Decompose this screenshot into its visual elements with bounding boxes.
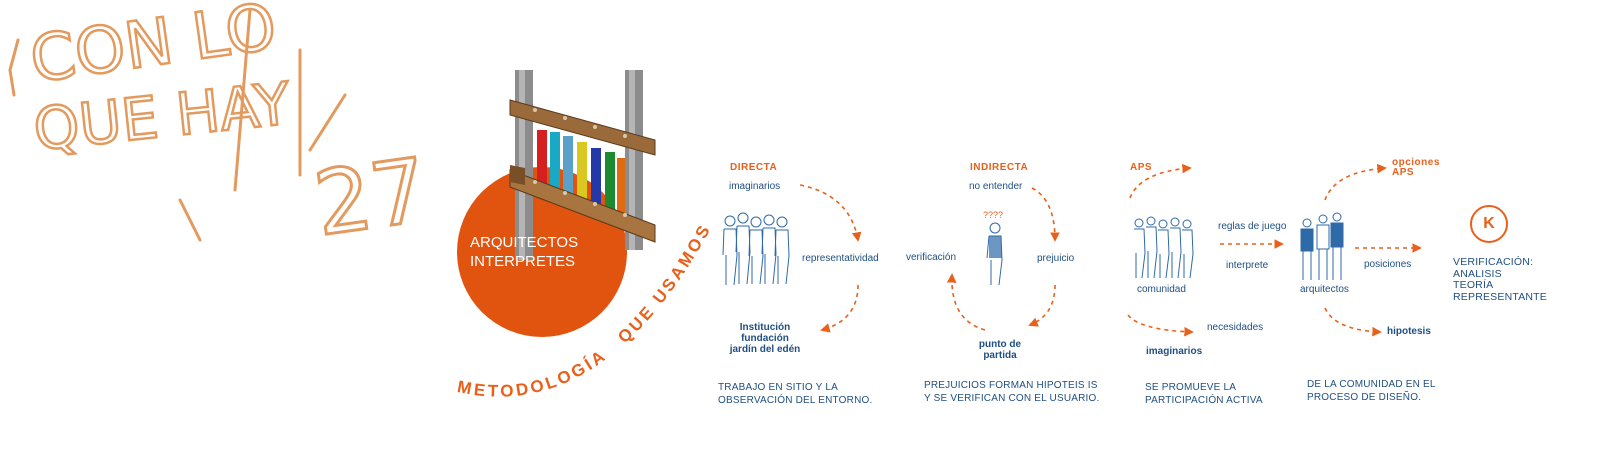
section4-lower-label: hipotesis bbox=[1387, 326, 1431, 337]
section3-arrow-mid-label: interprete bbox=[1226, 260, 1269, 271]
section2-caption-line-2: Y SE VERIFICAN CON EL USUARIO. bbox=[924, 393, 1100, 404]
section2-heading: INDIRECTA bbox=[970, 162, 1029, 173]
architects-group-icon bbox=[1300, 212, 1344, 280]
arrow-opciones bbox=[1324, 163, 1387, 201]
section4-caption: DE LA COMUNIDAD EN EL PROCESO DE DISEÑO. bbox=[1307, 378, 1436, 404]
section1-caption: TRABAJO EN SITIO Y LA OBSERVACIÓN DEL EN… bbox=[718, 381, 872, 407]
k-badge: K bbox=[1470, 205, 1508, 243]
circle-label-line-1: ARQUITECTOS bbox=[470, 234, 579, 251]
section5-line-4: REPRESENTANTE bbox=[1453, 290, 1548, 303]
section2-bottom-line-1: punto de bbox=[978, 339, 1022, 350]
section4-right-label: posiciones bbox=[1364, 259, 1412, 270]
k-badge-letter: K bbox=[1483, 215, 1495, 232]
people-group-icon bbox=[722, 212, 790, 286]
section1-bottom-line-1: Institución bbox=[739, 322, 791, 333]
section2-top-label: no entender bbox=[969, 181, 1023, 192]
circle-label: ARQUITECTOS INTERPRETES bbox=[470, 233, 578, 271]
section3-lower-label: necesidades bbox=[1207, 322, 1264, 333]
section1-bottom-line-3: jardín del edén bbox=[729, 344, 801, 355]
section4-caption-line-1: DE LA COMUNIDAD EN EL bbox=[1307, 379, 1436, 390]
section4-caption-line-2: PROCESO DE DISEÑO. bbox=[1307, 392, 1422, 403]
svg-text:????: ???? bbox=[983, 210, 1003, 220]
metodologia-curve: METODOLOGÍA QUE USAMOS bbox=[456, 220, 712, 401]
section2-bottom-line-2: partida bbox=[983, 350, 1017, 361]
section3-heading: APS bbox=[1130, 162, 1153, 173]
title-art: CON LO QUE HAY 27 bbox=[8, 0, 435, 257]
section5-line-3: TEORÍA bbox=[1453, 279, 1494, 291]
section2-caption: PREJUICIOS FORMAN HIPOTEIS IS Y SE VERIF… bbox=[924, 379, 1099, 405]
arrow-indirecta-up bbox=[946, 273, 986, 331]
section3-arrow-top-label: reglas de juego bbox=[1218, 221, 1287, 232]
arrow-indirecta-return bbox=[1028, 284, 1056, 327]
section1-right-label: representatividad bbox=[802, 253, 879, 264]
section5-line-2: ANALISIS bbox=[1453, 267, 1502, 280]
section4-top-label: opciones APS bbox=[1392, 158, 1440, 178]
section3-caption-line-1: SE PROMUEVE LA bbox=[1145, 382, 1237, 393]
section4-group-label: arquitectos bbox=[1300, 284, 1349, 295]
section1-caption-line-1: TRABAJO EN SITIO Y LA bbox=[718, 382, 838, 393]
section2-left-label: verificación bbox=[906, 252, 957, 263]
community-group-icon bbox=[1134, 216, 1194, 279]
section1-heading: DIRECTA bbox=[730, 162, 778, 173]
section2-caption-line-1: PREJUICIOS FORMAN HIPOTEIS IS bbox=[924, 380, 1098, 391]
arrow-directa-down bbox=[799, 184, 862, 242]
section1-bottom-line-2: fundación bbox=[741, 333, 789, 344]
section2-right-label: prejuicio bbox=[1037, 253, 1075, 264]
section3-bottom-label: imaginarios bbox=[1146, 346, 1203, 357]
circle-label-line-2: INTERPRETES bbox=[470, 253, 576, 270]
section1-caption-line-2: OBSERVACIÓN DEL ENTORNO. bbox=[718, 395, 873, 406]
section4-top-line-1: opciones bbox=[1392, 157, 1440, 168]
woman-figure-icon: ???? bbox=[983, 210, 1003, 286]
section1-bottom-label: Institución fundación jardín del edén bbox=[730, 322, 801, 355]
section1-top-label: imaginarios bbox=[729, 181, 781, 192]
arrow-indirecta-down bbox=[1031, 187, 1060, 242]
arrow-directa-return bbox=[820, 284, 859, 333]
title-number: 27 bbox=[309, 138, 434, 256]
section5-text: VERIFICACIÓN: ANALISIS TEORÍA REPRESENTA… bbox=[1453, 256, 1548, 303]
section2-bottom-label: punto de partida bbox=[979, 339, 1021, 361]
section3-caption: SE PROMUEVE LA PARTICIPACIÓN ACTIVA bbox=[1145, 381, 1263, 407]
arrow-aps-down bbox=[1127, 314, 1194, 337]
section5-line-1: VERIFICACIÓN: bbox=[1453, 256, 1534, 268]
section4-top-line-2: APS bbox=[1392, 167, 1415, 178]
section3-caption-line-2: PARTICIPACIÓN ACTIVA bbox=[1145, 395, 1263, 406]
arrow-hipotesis bbox=[1324, 307, 1382, 337]
section3-group-label: comunidad bbox=[1137, 284, 1186, 295]
wood-frame-illustration bbox=[509, 70, 656, 260]
